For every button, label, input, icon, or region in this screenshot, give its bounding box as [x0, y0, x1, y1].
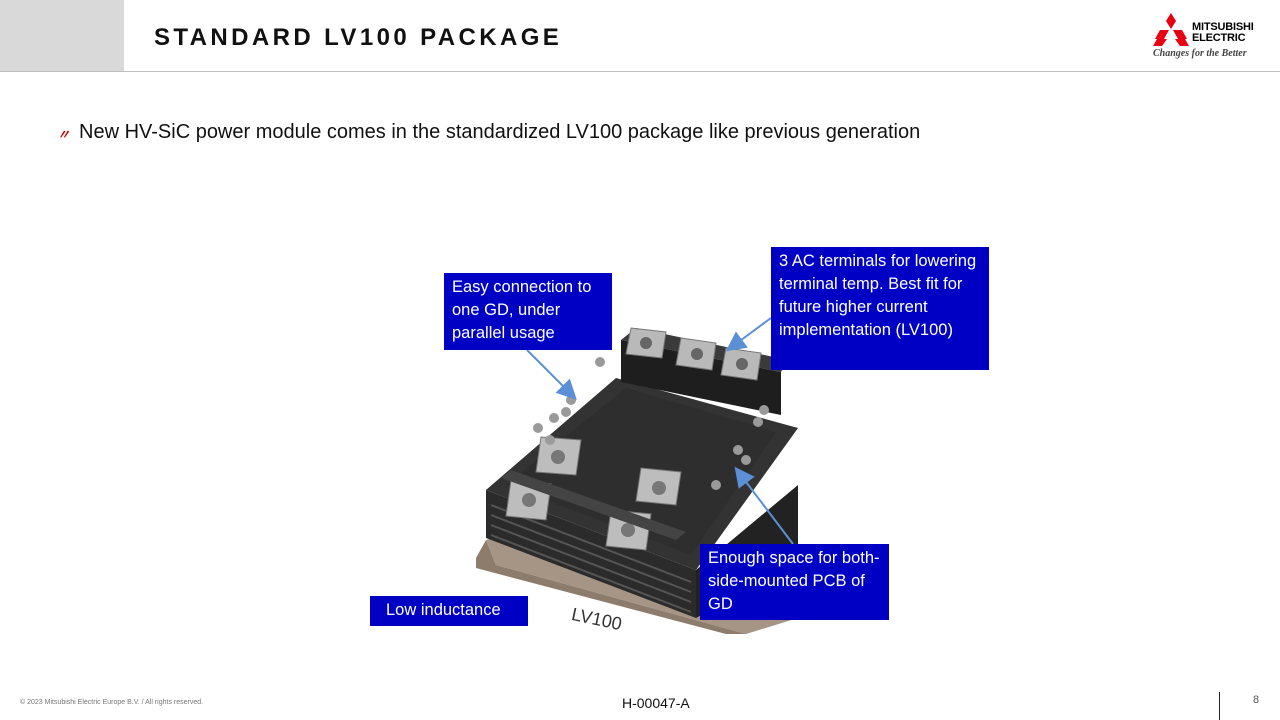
footer-divider — [1219, 692, 1220, 720]
callout-gate-driver: Easy connection to one GD, under paralle… — [444, 273, 612, 350]
callout-ac-terminals: 3 AC terminals for lowering terminal tem… — [771, 247, 989, 370]
bullet-text: New HV-SiC power module comes in the sta… — [79, 121, 921, 143]
logo-line-1: MITSUBISHI — [1192, 21, 1254, 33]
three-diamonds-logo-icon — [1153, 13, 1189, 46]
lv100-power-module-photo — [476, 327, 798, 634]
slide-title: STANDARD LV100 PACKAGE — [154, 24, 563, 51]
callout-pcb-space: Enough space for both-side-mounted PCB o… — [700, 544, 889, 620]
callout-low-inductance: Low inductance — [370, 596, 528, 626]
logo-tagline: Changes for the Better — [1153, 48, 1247, 59]
bullet-marker: 〃 — [57, 127, 71, 142]
header-accent-block — [0, 0, 124, 72]
logo-line-2: ELECTRIC — [1192, 32, 1246, 44]
company-logo: MITSUBISHI ELECTRIC Changes for the Bett… — [1152, 13, 1267, 63]
document-id: H-00047-A — [622, 695, 690, 711]
page-number: 8 — [1253, 694, 1260, 706]
copyright-notice: © 2023 Mitsubishi Electric Europe B.V. /… — [20, 699, 204, 706]
header-divider — [0, 71, 1280, 72]
